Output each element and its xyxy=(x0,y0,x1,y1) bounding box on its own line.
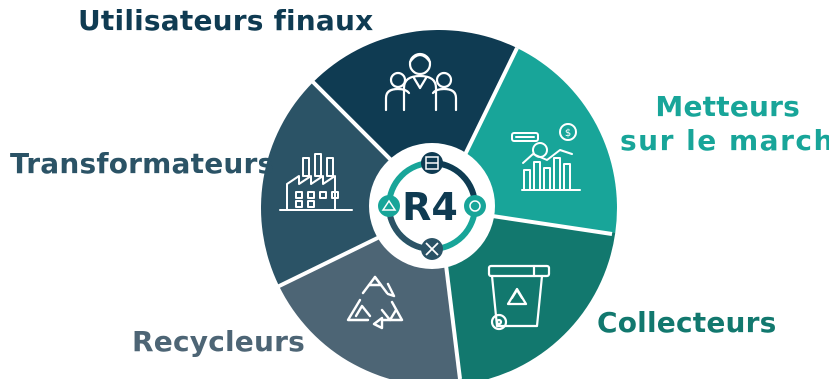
badge-right-icon xyxy=(464,195,486,217)
label-metteurs-sur-le-marche: Metteurs sur le marché xyxy=(600,90,829,157)
svg-text:$: $ xyxy=(565,128,571,139)
label-collecteurs: Collecteurs xyxy=(597,306,777,339)
factory-icon xyxy=(279,153,353,211)
label-recycleurs: Recycleurs xyxy=(132,325,305,358)
label-transformateurs: Transformateurs xyxy=(10,147,275,180)
label-utilisateurs-finaux: Utilisateurs finaux xyxy=(78,4,374,37)
segment-collecteurs xyxy=(439,208,616,379)
label-metteurs-line1: Metteurs xyxy=(655,90,801,123)
people-group-icon xyxy=(384,52,458,112)
label-metteurs-line2: sur le marché xyxy=(620,123,829,157)
badge-left-icon xyxy=(378,195,400,217)
badge-bottom-icon xyxy=(421,238,443,260)
badge-top-icon xyxy=(421,152,443,174)
market-chart-icon: $ xyxy=(511,123,581,191)
r4-logo: R4 xyxy=(402,185,458,229)
segment-utilisateurs-finaux xyxy=(313,29,518,208)
recycling-bin-icon xyxy=(487,264,551,331)
recycle-arrows-icon xyxy=(346,275,404,330)
segment-transformateurs xyxy=(261,82,439,287)
